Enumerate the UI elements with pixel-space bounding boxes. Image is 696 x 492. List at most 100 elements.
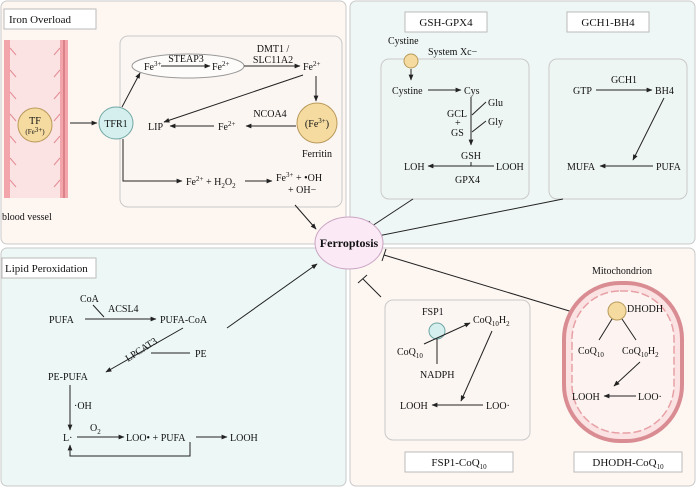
fsp1-loo: LOO·: [486, 401, 510, 412]
gch1-bh4-box: [548, 58, 688, 200]
lipid-acsl4: ACSL4: [108, 304, 139, 315]
gsh-glu: Glu: [488, 98, 503, 109]
gch1-mufa: MUFA: [567, 162, 596, 173]
fsp1-nadph: NADPH: [420, 370, 454, 381]
fsp1-title: FSP1-CoQ10: [431, 457, 487, 471]
gsh-cys: Cys: [464, 86, 480, 97]
gsh-gly: Gly: [488, 117, 503, 128]
gsh-gpx4-title: GSH-GPX4: [419, 17, 473, 29]
lipid-pufa: PUFA: [49, 315, 75, 326]
fsp1-coq10: CoQ10: [397, 347, 423, 360]
dhodh-enzyme: [607, 301, 627, 321]
arrow-coq-coqh2: [423, 322, 471, 345]
arrow-fe2-lip: [163, 74, 304, 123]
gsh-gpx4: GPX4: [455, 175, 480, 186]
mitochondrion-label: Mitochondrion: [592, 266, 652, 277]
dmt1-label: DMT1 /: [257, 44, 290, 55]
inhibit-dhodh-bar: [381, 248, 387, 262]
connector-lipid-ferroptosis: [226, 263, 318, 329]
ncoa4-label: NCOA4: [253, 109, 286, 120]
lipid-title-box: [1, 257, 97, 279]
fsp1-title-box: [404, 451, 514, 473]
fenton-oh: + OH−: [288, 185, 317, 196]
gsh-looh: LOOH: [496, 162, 524, 173]
connector-iron-ferroptosis: [294, 204, 317, 230]
lipid-coa: CoA: [80, 294, 100, 305]
dmt1-fe2: Fe2+: [303, 60, 321, 73]
dhodh-title-box: [573, 451, 683, 473]
arrow-coqh2-down: [460, 330, 493, 402]
blood-vessel-label: blood vessel: [2, 212, 52, 223]
gly-joiner: [471, 120, 487, 133]
gch1-bh4-title-box: [566, 11, 650, 33]
gch1-bh4: BH4: [655, 86, 674, 97]
coa-joiner: [92, 304, 105, 318]
arrow-bh4: [632, 97, 665, 161]
gsh-plus: +: [455, 118, 461, 129]
tf-label: TF: [29, 116, 41, 127]
fsp1-looh: LOOH: [400, 401, 428, 412]
gsh-gsh: GSH: [461, 151, 481, 162]
ferroptosis-node: [314, 216, 384, 270]
arrow-tfr1-steap3: [121, 72, 141, 108]
steap3-fe2: Fe2+: [212, 60, 230, 73]
tfr1-receptor: [98, 106, 134, 140]
dhodh-link-right: [621, 318, 637, 341]
gsh-cystine-top: Cystine: [388, 36, 419, 47]
iron-overload-title-box: [3, 8, 97, 30]
lip-label: LIP: [148, 122, 163, 133]
inhibit-fsp1-bar: [357, 274, 368, 284]
gsh-loh: LOH: [404, 162, 425, 173]
system-xc-label: System Xc−: [428, 47, 478, 58]
dhodh-looh: LOOH: [572, 392, 600, 403]
lipid-l: L·: [63, 433, 72, 444]
ferroptosis-label: Ferroptosis: [320, 236, 379, 250]
lipid-pufa-coa: PUFA-CoA: [160, 315, 208, 326]
steap3-label: STEAP3: [168, 54, 204, 65]
dhodh-loo: LOO·: [638, 392, 662, 403]
arrow-tfr1-fenton: [122, 139, 183, 184]
gch1-pufa: PUFA: [656, 162, 682, 173]
ferritin-circle: [296, 102, 338, 144]
inhibit-gsh-ferroptosis: [371, 198, 414, 227]
lipid-oh: ·OH: [74, 401, 92, 412]
ferritin-label: Ferritin: [302, 149, 332, 160]
dhodh-link-left: [598, 318, 613, 341]
fsp1-coq10h2: CoQ10H2: [473, 315, 510, 328]
dhodh-coq10: CoQ10: [578, 346, 604, 359]
glu-joiner: [471, 101, 487, 116]
mitochondrion-inner: [571, 290, 675, 434]
lipid-pe: PE: [195, 349, 207, 360]
ncoa4-fe2: Fe2+: [218, 120, 236, 133]
fenton-products: Fe3+ + •OH: [276, 171, 322, 184]
iron-overload-title: Iron Overload: [9, 14, 72, 26]
inhibit-gch1-ferroptosis: [377, 198, 564, 237]
lipid-pe-pufa: PE-PUFA: [48, 372, 89, 383]
steap3-fe3: Fe3+: [144, 60, 162, 73]
tfr1-label: TFR1: [104, 119, 127, 130]
gsh-cystine: Cystine: [392, 86, 423, 97]
ferritin-fe3: (Fe3+): [305, 117, 329, 130]
gsh-gpx4-title-box: [404, 11, 488, 33]
lipid-looh: LOOH: [230, 433, 258, 444]
arrow-pufacoa-pepufa: [105, 327, 184, 373]
tf-fe-label: (Fe3+): [25, 126, 45, 136]
dhodh-coq10h2: CoQ10H2: [622, 346, 659, 359]
gch1-gtp: GTP: [573, 86, 592, 97]
arrow-dhodh-coqh2: [613, 361, 641, 387]
gsh-gcl: GCL: [447, 109, 467, 120]
dhodh-label: DHODH: [627, 304, 663, 315]
arrow-propagation-loop: [67, 442, 191, 457]
slc11a2-label: SLC11A2: [253, 55, 293, 66]
inhibit-dhodh-ferroptosis: [383, 254, 577, 314]
dhodh-title: DHODH-CoQ10: [592, 457, 664, 471]
gsh-gpx4-box: [380, 58, 530, 200]
gch1-bh4-title: GCH1-BH4: [581, 17, 635, 29]
inhibit-fsp1-ferroptosis: [362, 278, 382, 298]
gch1-enzyme: GCH1: [611, 75, 637, 86]
gsh-gs: GS: [451, 128, 464, 139]
lipid-loo-pufa: LOO• + PUFA: [126, 433, 186, 444]
panel-lipid-peroxidation: [0, 247, 347, 487]
